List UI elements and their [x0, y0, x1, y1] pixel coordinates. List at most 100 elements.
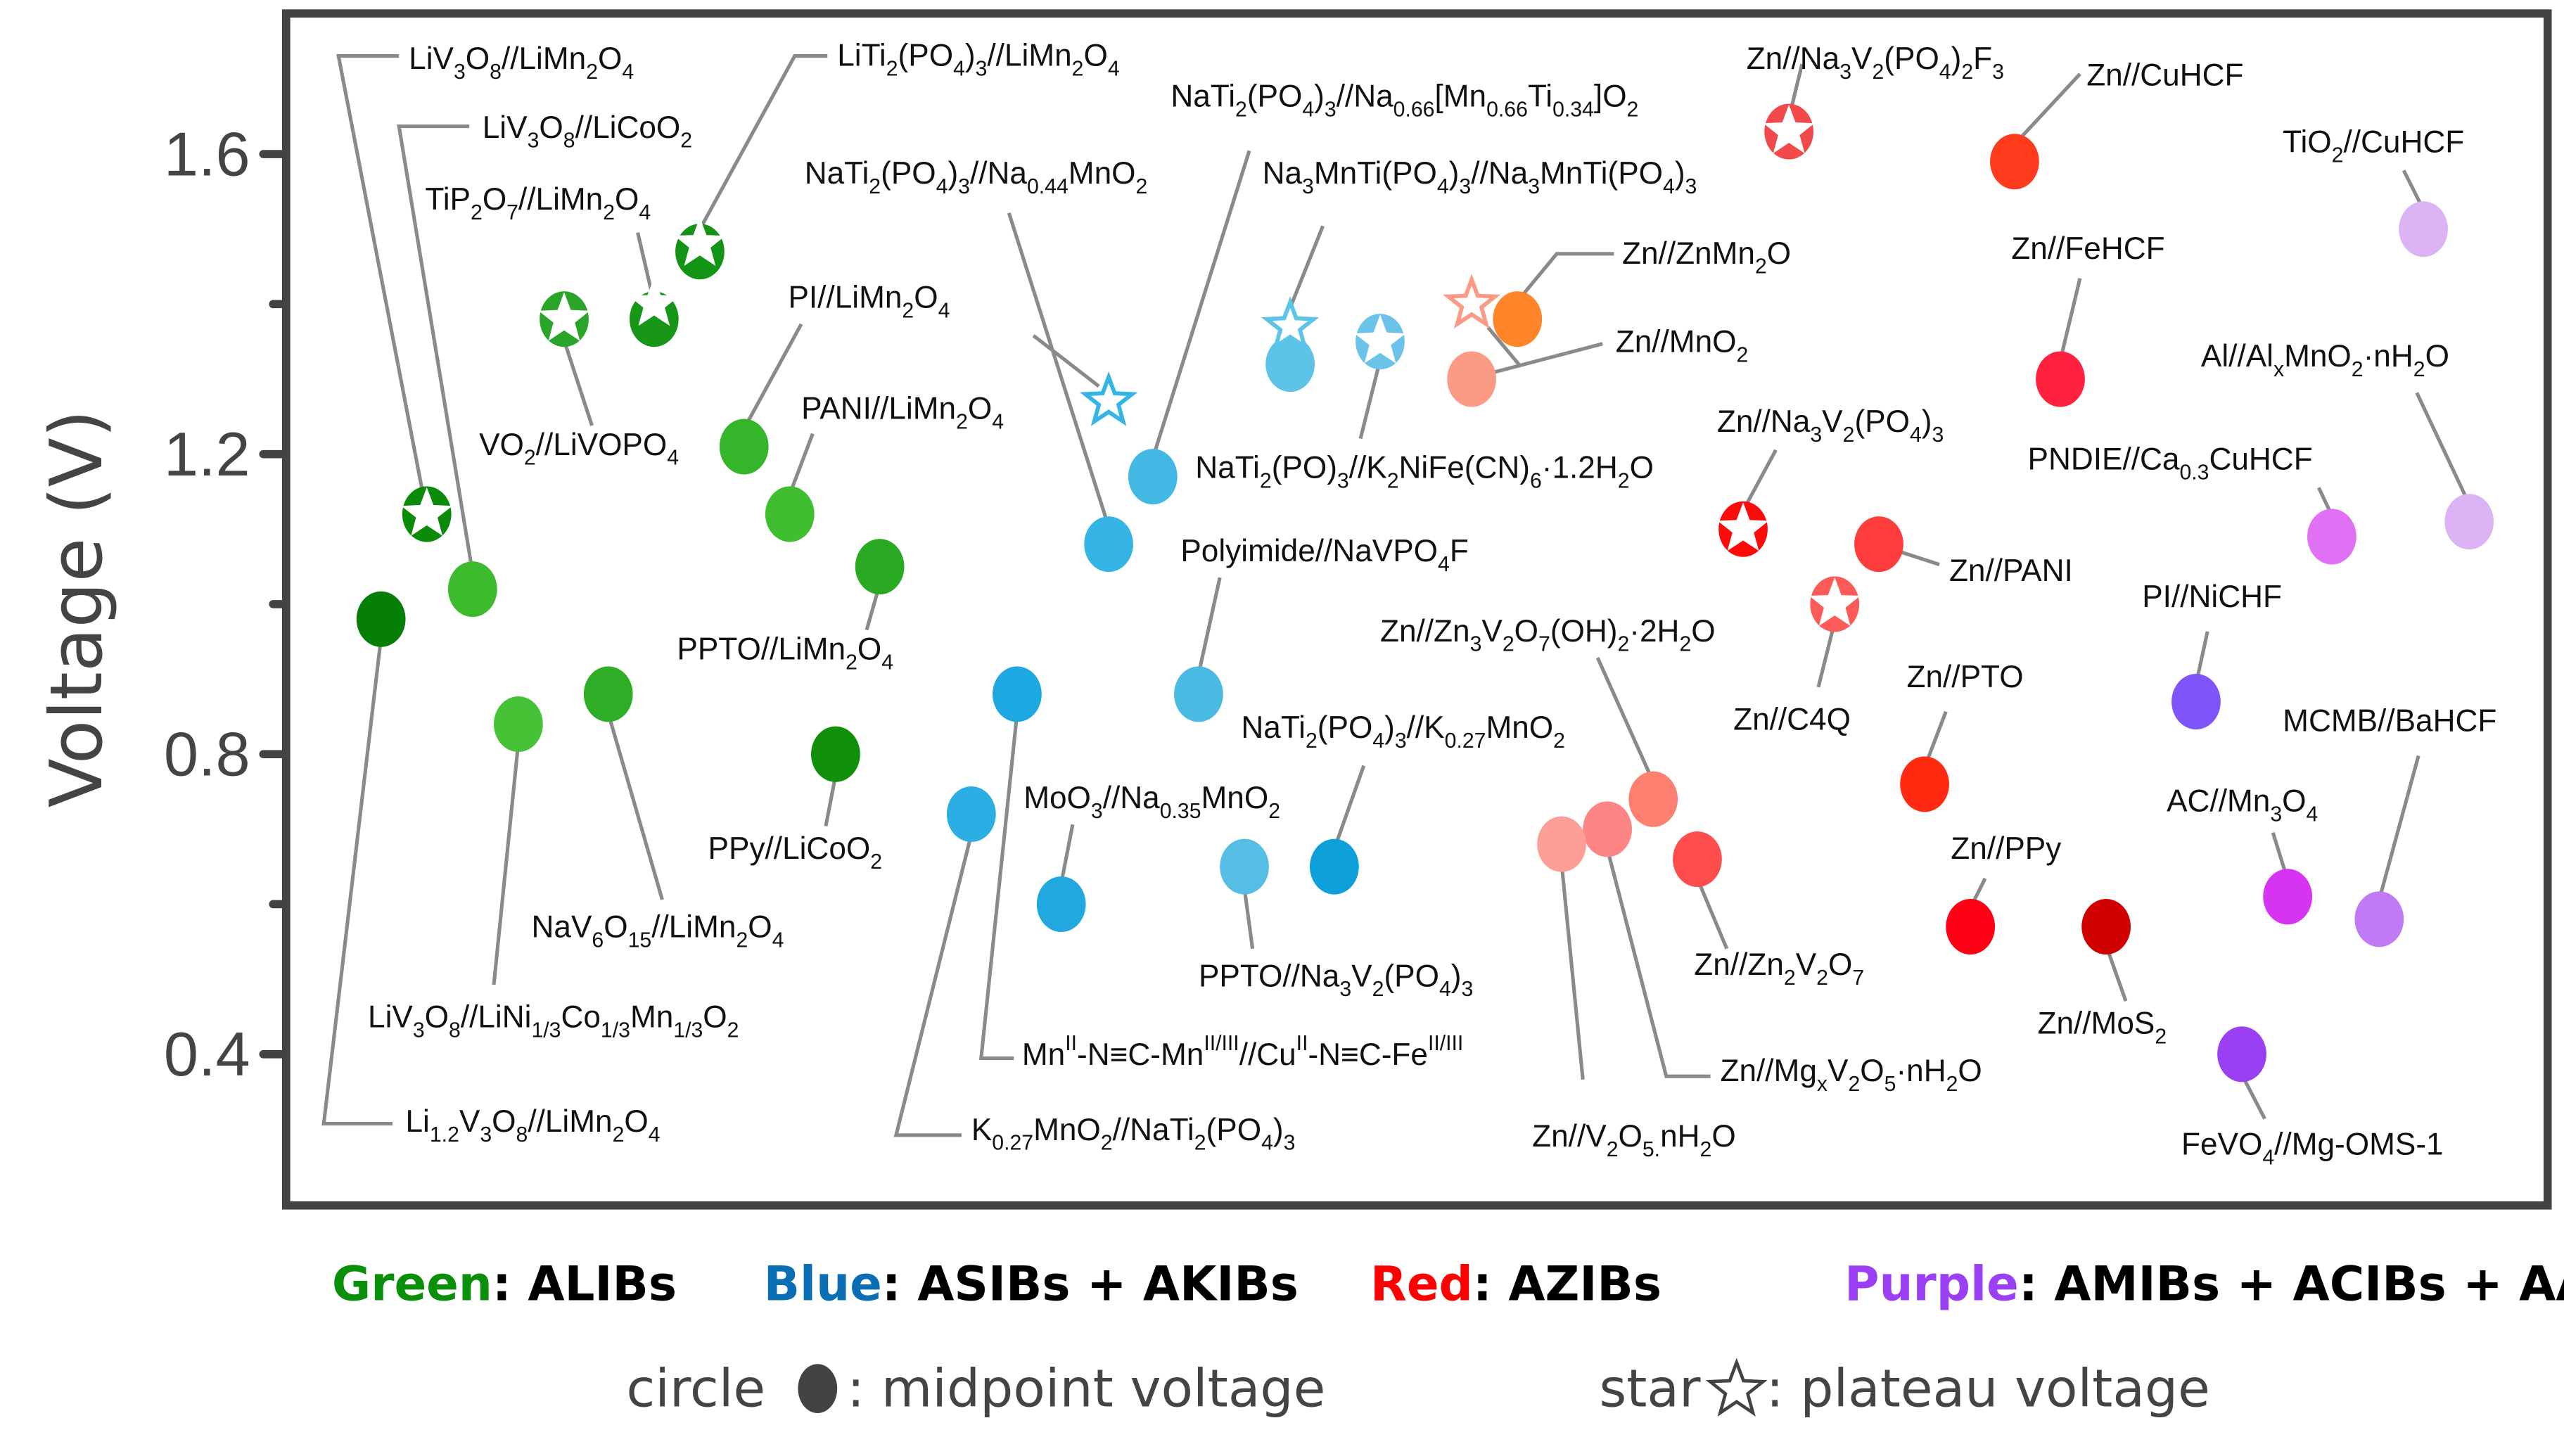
legend-marker-label: : plateau voltage	[1766, 1358, 2210, 1419]
point-label: Zn//Zn3​V2​O7​(OH)2​·2H2​O	[1380, 614, 1716, 656]
point-label: NaV6​O15​//LiMn2​O4​	[532, 910, 784, 952]
midpoint-circle-marker	[1854, 516, 1903, 573]
point-label: PPTO//LiMn2​O4​	[677, 632, 893, 674]
point-label: VO2​//LiVOPO4​	[479, 428, 679, 470]
leader-line	[336, 54, 429, 514]
y-axis: 0.40.81.21.6	[164, 119, 291, 1089]
legend-group-entry: Blue: ASIBs + AKIBs	[764, 1256, 1299, 1312]
plateau-star-marker	[1261, 296, 1320, 352]
plateau-star-marker-inner	[544, 298, 585, 337]
leader-line	[978, 713, 1019, 1061]
point-label: MoO3​//Na0.35​MnO2​	[1023, 781, 1280, 823]
leader-line	[492, 742, 521, 985]
midpoint-circle-marker	[2036, 351, 2085, 407]
legend-circle-icon	[798, 1364, 838, 1414]
leader-line	[1032, 334, 1100, 388]
point-label: LiTi2​(PO4​)3​//LiMn2​O4​	[837, 39, 1119, 81]
point-label: Zn//PANI	[1949, 554, 2073, 588]
plateau-star-marker	[1079, 371, 1138, 426]
legend-group-entry: Green: ALIBs	[332, 1256, 677, 1312]
leader-line	[606, 713, 664, 900]
point-label: Zn//MnO2​	[1616, 324, 1749, 366]
leader-line	[1151, 150, 1251, 459]
leader-line	[788, 433, 815, 495]
plateau-star-marker-inner	[1723, 508, 1763, 547]
point-label: MCMB//BaHCF	[2283, 704, 2496, 739]
midpoint-circle-marker	[356, 591, 406, 647]
point-label: Zn//PTO	[1907, 660, 2024, 694]
midpoint-circle-marker	[1493, 291, 1543, 347]
midpoint-circle-marker	[2081, 898, 2131, 954]
point-label: Zn//FeHCF	[2011, 231, 2164, 266]
midpoint-circle-marker	[1900, 756, 1949, 812]
point-label: Zn//CuHCF	[2086, 58, 2243, 92]
midpoint-circle-marker	[1447, 351, 1497, 407]
midpoint-circle-marker	[719, 419, 769, 475]
midpoint-circle-marker	[1036, 876, 1086, 932]
point-label: NaTi2​(PO)3​//K2​NiFe(CN)6​·1.2H2​O	[1195, 450, 1654, 492]
point-label: AC//Mn3​O4​	[2167, 784, 2318, 826]
midpoint-circle-marker	[1583, 801, 1632, 857]
midpoint-circle-marker	[1990, 134, 2039, 190]
midpoint-circle-marker	[2307, 509, 2356, 565]
midpoint-circle-marker	[855, 539, 905, 595]
legend-marker-prefix: circle	[626, 1358, 765, 1419]
midpoint-circle-marker	[1220, 838, 1269, 895]
leader-line	[2377, 755, 2421, 900]
leader-line	[321, 637, 393, 1126]
leader-line	[1695, 877, 1729, 950]
midpoint-circle-marker	[1310, 838, 1359, 895]
plateau-star-marker-inner	[406, 492, 447, 532]
leader-line	[893, 834, 974, 1137]
midpoint-circle-marker	[1174, 666, 1223, 722]
point-label: Li1.2​V3​O8​//LiMn2​O4​	[406, 1104, 661, 1147]
point-label: NaTi2​(PO4​)3​//K0.27​MnO2​	[1241, 710, 1565, 753]
point-label: Zn//PPy	[1951, 831, 2061, 866]
point-label: Zn//C4Q	[1733, 702, 1851, 736]
midpoint-circle-marker	[765, 486, 815, 542]
point-label: Al//Alx​MnO2​·nH2​O	[2201, 339, 2449, 381]
point-label: NaTi2​(PO4​)3​//Na0.44​MnO2​	[805, 156, 1148, 198]
point-label: Zn//Na3​V2​(PO4​)2​F3​	[1747, 41, 2004, 84]
midpoint-circle-marker	[583, 666, 633, 722]
point-label: Zn//Zn2​V2​O7​	[1694, 947, 1864, 990]
midpoint-circle-marker	[494, 696, 543, 753]
leader-line	[698, 54, 828, 231]
point-label: PANI//LiMn2​O4​	[801, 392, 1004, 434]
leader-line	[562, 340, 594, 426]
midpoint-circle-marker	[811, 726, 860, 782]
point-label: Zn//MoS2​	[2037, 1007, 2167, 1049]
y-axis-title: Voltage (V)	[35, 409, 119, 807]
point-label: TiO2​//CuHCF	[2283, 125, 2464, 167]
point-label: Na3​MnTi(PO4​)3​//Na3​MnTi(PO4​)3​	[1263, 156, 1697, 198]
plateau-star-marker	[1442, 274, 1501, 329]
point-label: PPTO//Na3​V2​(PO4​)3​	[1199, 959, 1473, 1001]
plateau-star-marker-inner	[1360, 320, 1401, 359]
point-label: FeVO4​//Mg-OMS-1	[2181, 1128, 2444, 1170]
y-tick-label: 1.2	[164, 419, 250, 489]
leader-line	[1605, 848, 1711, 1078]
point-label: TiP2​O7​//LiMn2​O4​	[425, 182, 651, 224]
leader-line	[1595, 656, 1655, 783]
plateau-star-marker-inner	[1814, 582, 1856, 622]
leader-line	[397, 124, 475, 573]
leader-line	[2415, 392, 2471, 505]
plateau-star-marker-inner	[634, 283, 675, 321]
leader-line	[2104, 945, 2128, 1002]
y-tick-label: 1.6	[164, 119, 250, 189]
legend-marker-prefix: star	[1599, 1358, 1700, 1419]
y-tick-label: 0.4	[164, 1019, 250, 1089]
point-label: Zn//ZnMn2​O	[1622, 236, 1791, 279]
leader-line	[2058, 278, 2082, 361]
midpoint-circle-marker	[2263, 869, 2313, 925]
point-label: NaTi2​(PO4​)3​//Na0.66​[Mn0.66​Ti0.34​]O…	[1171, 79, 1638, 122]
leader-line	[742, 323, 803, 430]
midpoint-circle-marker	[1628, 771, 1678, 827]
plot-frame	[281, 9, 2552, 1210]
midpoint-circle-marker	[1673, 831, 1722, 888]
point-label: Polyimide//NaVPO4​F	[1180, 534, 1468, 576]
midpoint-circle-marker	[2399, 201, 2448, 257]
legend-marker-label: : midpoint voltage	[847, 1358, 1325, 1419]
leader-line	[1741, 449, 1778, 512]
